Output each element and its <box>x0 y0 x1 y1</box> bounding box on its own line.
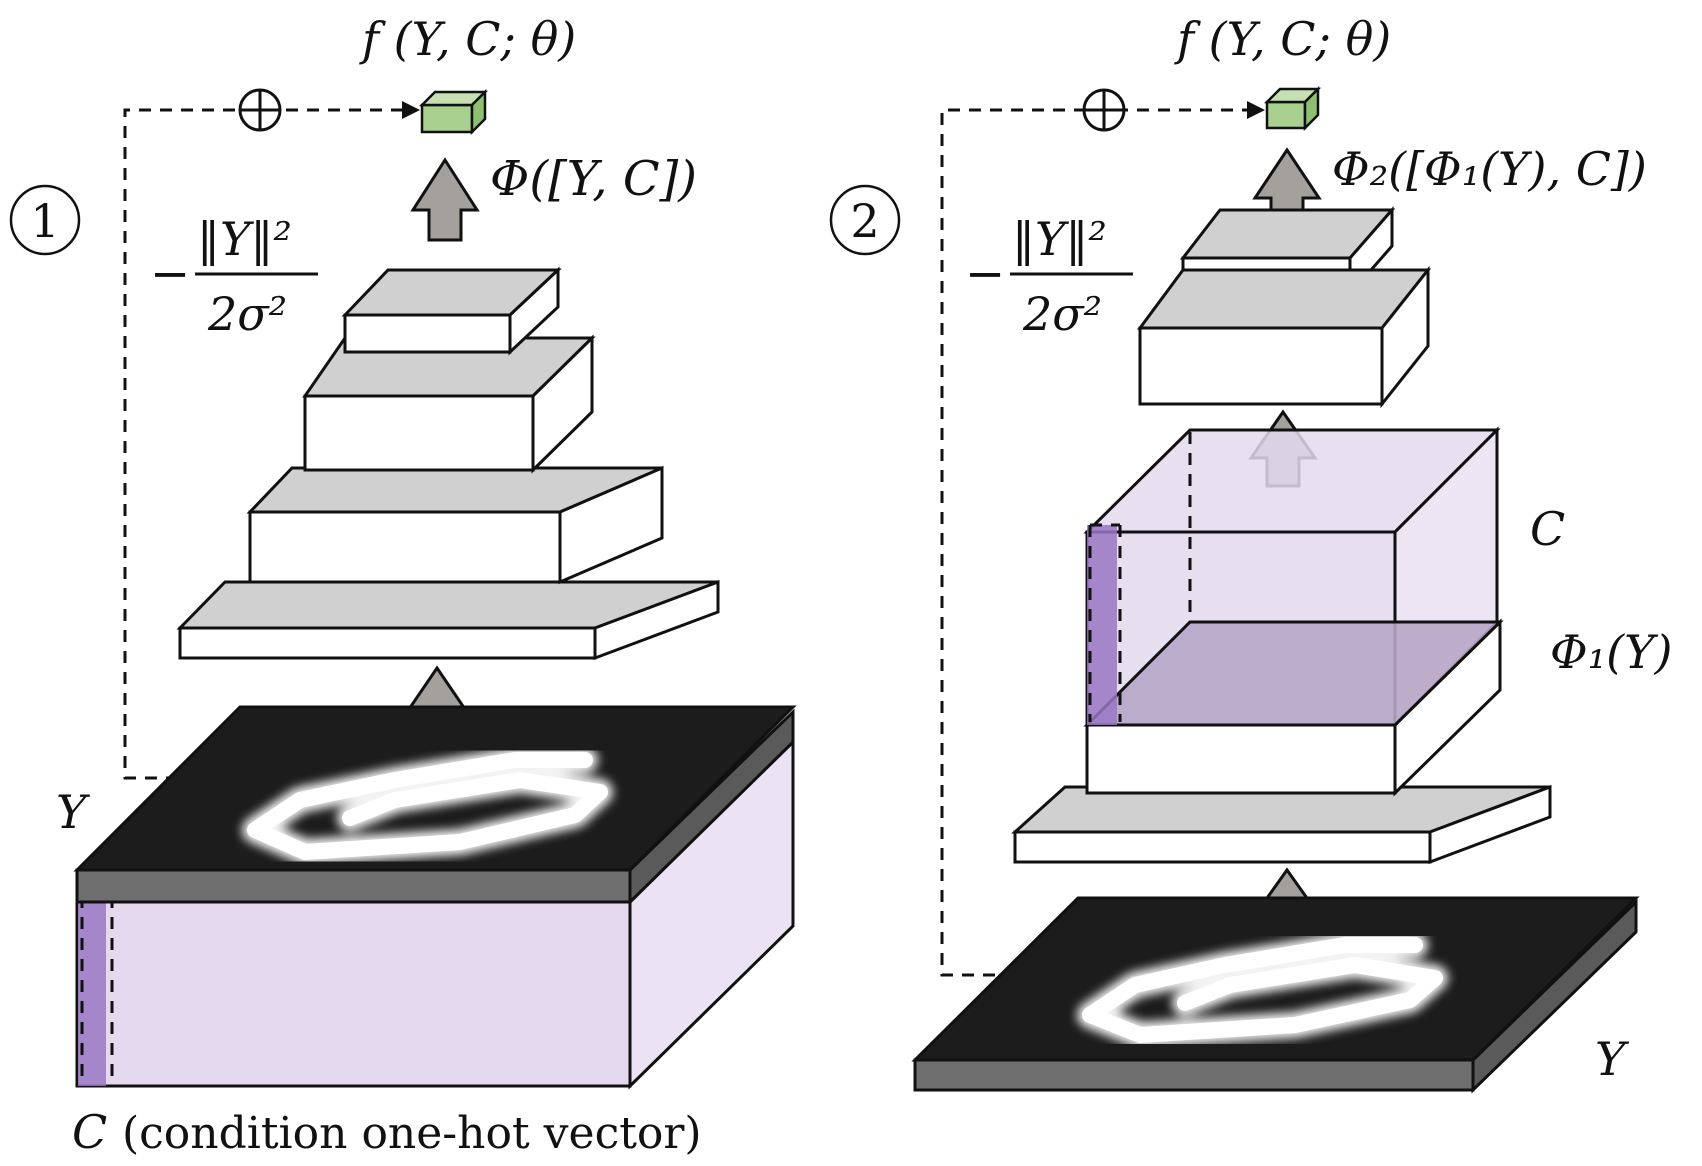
panel-1-network-label: Φ([Y, C]) <box>490 151 697 207</box>
panel-1-oplus-icon <box>238 88 282 132</box>
panel-1-up-arrow-top <box>410 157 480 242</box>
panel-2-norm-numerator: ‖Y‖² <box>1012 212 1107 266</box>
panel-2-phi1-layer <box>1085 618 1502 797</box>
panel-2-c-label: C <box>1530 502 1565 556</box>
panel-1-number-badge: 1 <box>9 184 81 256</box>
panel-1-layer-3 <box>246 465 664 585</box>
panel-1-layer-2 <box>302 334 596 474</box>
panel-1-skip-arrowhead <box>402 101 420 119</box>
panel-2-minus-sign: − <box>965 246 1005 302</box>
panel-1-output-label: f (Y, C; θ) <box>359 12 576 66</box>
panel-2-phi1-base-layer <box>1011 784 1552 865</box>
panel-2-number-badge: 2 <box>829 184 901 256</box>
panel-2-onehot-column <box>1087 523 1122 725</box>
panel-1-input-label: Y <box>56 785 91 839</box>
panel-2-skip-arrowhead <box>1247 101 1265 119</box>
panel-1-output-cube-icon <box>418 88 489 136</box>
panel-1-norm-denominator: 2σ² <box>207 287 287 341</box>
panel-1-minus-sign: − <box>150 246 190 302</box>
panel-2-output-label: f (Y, C; θ) <box>1174 12 1391 66</box>
panel-2-norm-denominator: 2σ² <box>1022 287 1102 341</box>
panel-1-norm-numerator: ‖Y‖² <box>197 212 292 266</box>
panel-1-layer-1 <box>341 266 562 356</box>
panel-2-image-slab <box>911 896 1640 1094</box>
svg-text:2: 2 <box>850 194 879 248</box>
panel-2-digit-image <box>1077 932 1448 1048</box>
panel-1: 1 f (Y, C; θ) − ‖Y‖² 2σ² Φ([Y, C]) <box>9 12 797 1159</box>
panel-2-layer-top-2 <box>1137 265 1432 409</box>
panel-1-layer-4 <box>176 579 720 661</box>
panel-1-digit-image <box>242 747 613 865</box>
svg-text:1: 1 <box>30 194 59 248</box>
panel-2-oplus-icon <box>1082 88 1126 132</box>
panel-2-input-label: Y <box>1595 1032 1630 1086</box>
panel-2-output-cube-icon <box>1263 85 1322 132</box>
panel-1-condition-symbol: C <box>72 1105 107 1159</box>
panel-1-condition-text: (condition one-hot vector) <box>122 1108 702 1159</box>
panel-2: 2 f (Y, C; θ) − ‖Y‖² 2σ² Φ₂([Φ₁(Y), C]) <box>829 12 1672 1094</box>
panel-2-condition-cube <box>1083 426 1504 729</box>
panel-2-phi1-label: Φ₁(Y) <box>1550 625 1672 679</box>
panel-2-network-label: Φ₂([Φ₁(Y), C]) <box>1332 142 1647 196</box>
